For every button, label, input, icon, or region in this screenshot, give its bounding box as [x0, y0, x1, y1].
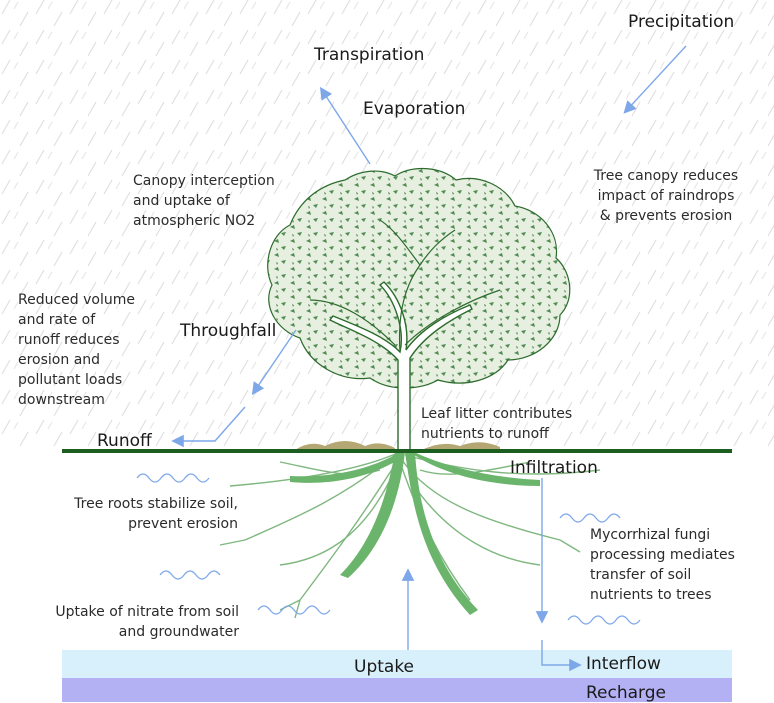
label-tree-roots: Tree roots stabilize soil, prevent erosi…: [74, 496, 238, 532]
precipitation-arrow: [623, 45, 687, 114]
label-tree-canopy: Tree canopy reduces impact of raindrops …: [593, 168, 739, 224]
label-runoff: Runoff: [97, 431, 152, 451]
runoff-arrow: [171, 406, 246, 448]
tree-illustration: [267, 167, 571, 453]
label-precipitation: Precipitation: [628, 12, 735, 32]
label-leaf-litter: Leaf litter contributes nutrients to run…: [421, 406, 573, 442]
label-interflow: Interflow: [586, 654, 661, 674]
transpiration-arrow: [319, 86, 371, 165]
recharge-band: [62, 678, 732, 702]
water-wave-icon: [136, 473, 641, 625]
leaf-litter: [295, 441, 500, 451]
label-reduced-volume: Reduced volume and rate of runoff reduce…: [18, 292, 135, 408]
label-uptake: Uptake: [354, 657, 415, 677]
label-recharge: Recharge: [586, 683, 666, 703]
label-transpiration: Transpiration: [314, 45, 425, 65]
uptake-band: [62, 650, 732, 678]
root-system: [219, 451, 601, 619]
interflow-arrow: [541, 640, 582, 672]
label-mycorrhizal: Mycorrhizal fungi processing mediates tr…: [590, 527, 735, 603]
throughfall-arrow: [251, 329, 297, 396]
label-throughfall: Throughfall: [180, 321, 277, 341]
flow-arrows: [171, 45, 687, 672]
label-uptake-nitrate: Uptake of nitrate from soil and groundwa…: [55, 604, 239, 640]
label-infiltration: Infiltration: [510, 458, 598, 478]
label-canopy-interception: Canopy interception and uptake of atmosp…: [133, 173, 275, 229]
label-evaporation: Evaporation: [363, 99, 466, 119]
